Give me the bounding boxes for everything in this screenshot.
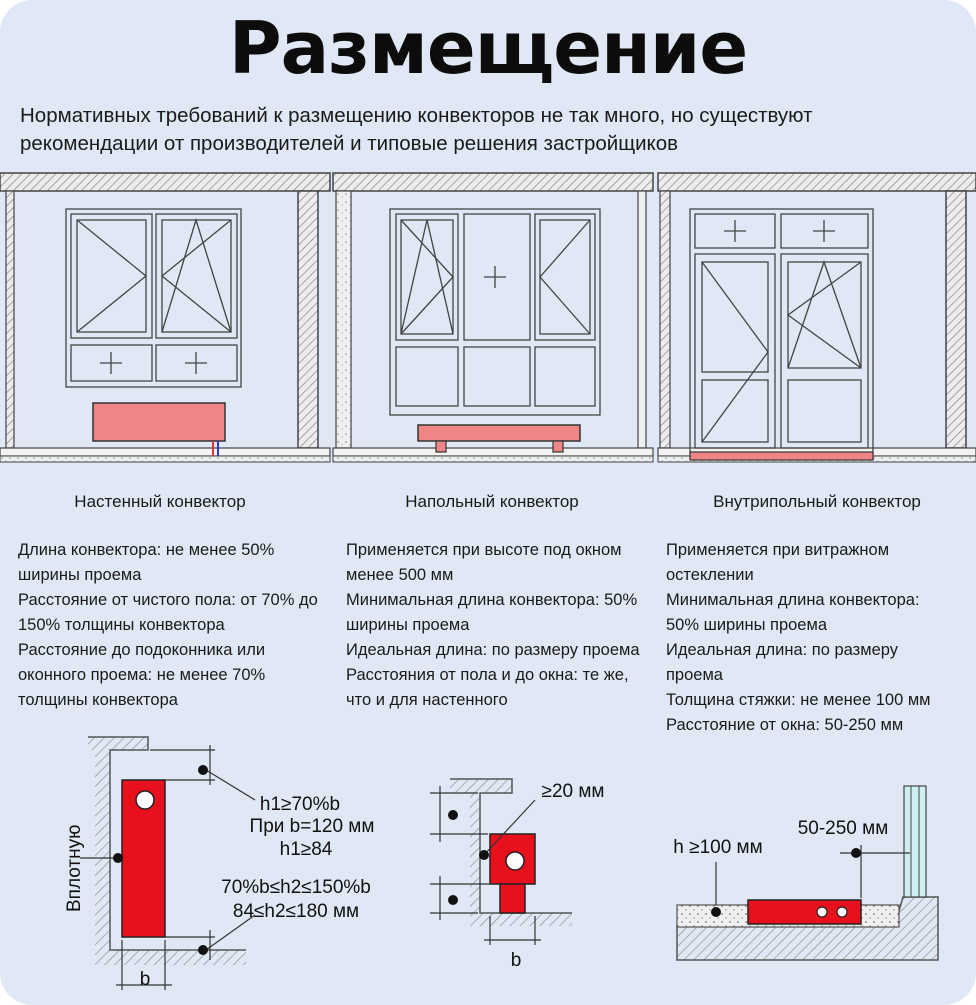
b-wall-label: b [140, 969, 151, 990]
panel-infloor-convector [657, 172, 976, 463]
h1-rule-label: h1≥70%b [260, 794, 340, 815]
window-gap-label: 50-250 мм [798, 818, 889, 839]
caption-wall: Настенный конвектор [74, 492, 246, 511]
wall-side-label: Вплотную [64, 825, 85, 912]
window-frame-3 [689, 208, 874, 454]
caption-infloor: Внутрипольный конвектор [713, 492, 921, 511]
glazing-shape [903, 785, 927, 898]
desc-line: Расстояние до подоконника или оконного п… [18, 641, 266, 709]
desc-wall: Длина конвектора: не менее 50% ширины пр… [18, 538, 318, 713]
desc-line: Расстояние от окна: 50-250 мм [666, 716, 904, 734]
window-frame-1 [65, 208, 242, 388]
desc-line: Расстояния от пола и до окна: те же, что… [346, 666, 629, 709]
desc-line: Идеальная длина: по размеру проема [346, 641, 640, 659]
floor-convector-shape [417, 424, 581, 442]
desc-infloor: Применяется при витражном остеклении Мин… [666, 538, 956, 738]
desc-line: Толщина стяжки: не менее 100 мм [666, 691, 931, 709]
h2-rule-label: 70%b≤h2≤150%b [221, 877, 371, 898]
wall-detail: h1≥70%b При b=120 мм h1≥84 70%b≤h2≤150%b… [64, 736, 375, 990]
desc-line: Применяется при высоте под окном менее 5… [346, 541, 622, 584]
h1-case-label: При b=120 мм [250, 816, 375, 837]
desc-line: Минимальная длина конвектора: 50% ширины… [346, 591, 638, 634]
screed-label: h ≥100 мм [673, 837, 762, 858]
h1-value-label: h1≥84 [280, 839, 333, 860]
window-frame-2 [389, 208, 601, 416]
panel-wall-convector [0, 172, 331, 463]
desc-line: Идеальная длина: по размеру проема [666, 641, 898, 684]
h2-value-label: 84≤h2≤180 мм [233, 901, 359, 922]
infloor-detail: h ≥100 мм 50-250 мм [673, 785, 939, 961]
wall-convector-shape [92, 402, 226, 442]
desc-line: Расстояние от чистого пола: от 70% до 15… [18, 591, 318, 634]
floor-detail: ≥20 мм b [430, 778, 605, 971]
b-floor-label: b [511, 950, 522, 971]
page-title: Размещение [228, 6, 748, 90]
panel-floor-convector [332, 172, 654, 463]
page-subtitle: Нормативных требований к размещению конв… [20, 104, 813, 155]
infloor-convector-shape [689, 451, 874, 461]
window-illustrations [0, 172, 976, 463]
desc-line: Применяется при витражном остеклении [666, 541, 890, 584]
gap-floor-label: ≥20 мм [542, 781, 605, 802]
desc-line: Длина конвектора: не менее 50% ширины пр… [18, 541, 275, 584]
desc-line: Минимальная длина конвектора: 50% ширины… [666, 591, 920, 634]
desc-floor: Применяется при высоте под окном менее 5… [346, 538, 641, 713]
caption-floor: Напольный конвектор [405, 492, 579, 511]
